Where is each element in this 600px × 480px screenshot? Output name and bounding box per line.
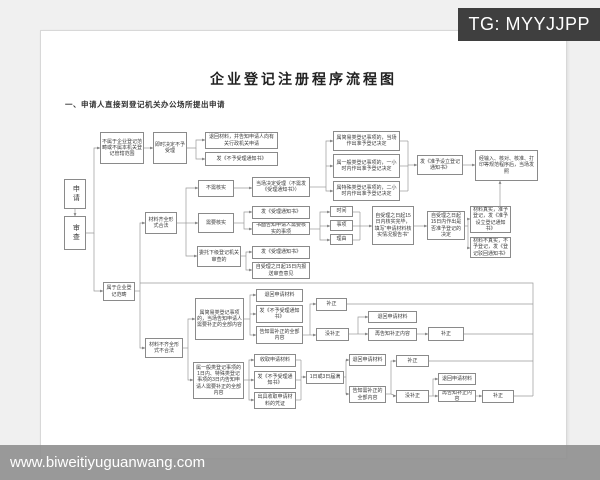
flow-node-approve-notice: 发《准予设立登记通知书》 xyxy=(417,155,463,175)
flow-node-simple-class: 属简易类登记事项的，当场作出准予登记决定 xyxy=(333,131,400,151)
flow-edge xyxy=(248,380,254,402)
flow-edge xyxy=(345,377,349,396)
flow-node-inform-fix-1: 告知需补正的全部内容 xyxy=(256,326,303,344)
flow-node-simple-fix: 属简易类登记事项的，当场告知申请人需要补正的全部内容 xyxy=(195,298,244,340)
flow-node-reinform-1: 再告知补正内容 xyxy=(368,328,417,341)
website-watermark-bar: www.biweitiyuguanwang.com xyxy=(0,445,600,480)
flow-edge xyxy=(139,221,145,291)
flow-edge xyxy=(390,359,396,394)
flow-node-verify-time: 时间 xyxy=(330,206,353,217)
flow-edge xyxy=(245,256,252,272)
flow-node-on-spot-accept: 当场决定受理（不需发《受理通知书》） xyxy=(252,177,310,197)
flow-edge xyxy=(319,210,330,229)
flow-node-accept-notice-1: 发《受理通知书》 xyxy=(252,206,310,219)
flow-node-fix-4: 补正 xyxy=(482,390,514,403)
flow-node-general-fix: 属一般类登记事项的1日内、特殊类登记事项的3日内告知申请人需要补正的全部内容 xyxy=(193,362,244,399)
telegram-watermark-badge: TG: MYYJJPP xyxy=(458,8,600,41)
page-title: 企业登记注册程序流程图 xyxy=(210,73,397,88)
flow-edge xyxy=(245,250,252,256)
flow-node-return-mat-2: 退回申请材料 xyxy=(368,311,417,323)
flow-node-report-opinion: 自受理之日起15日内报送审查意见 xyxy=(252,262,310,279)
flow-edge xyxy=(248,358,254,380)
flow-node-material-bad: 材料不齐全形式不合法 xyxy=(145,338,183,358)
flow-node-decide-15d: 自受理之日起15日内作出是否准予登记的决定 xyxy=(427,211,465,240)
flow-node-special-class: 属特殊类登记事项的，二小时内作出准予登记决定 xyxy=(333,181,400,201)
flow-edge xyxy=(319,229,330,242)
flow-node-written-inform: 书面告知申请人需要核实的事项 xyxy=(252,222,310,235)
flow-edge xyxy=(249,293,256,319)
flow-edge xyxy=(390,393,397,397)
flow-edge xyxy=(139,291,145,350)
flow-edge xyxy=(357,315,368,334)
flow-node-issue-license: 经输入、核对、核准、打印等规范程序后，当场发照 xyxy=(475,150,538,181)
flow-node-no-fix-1: 没补正 xyxy=(316,328,349,341)
flow-node-material-false: 材料不真实，不予登记，发《登记驳回通知书》 xyxy=(470,237,511,258)
flow-node-no-accept-notice-3: 发《不予受理通知书》 xyxy=(254,371,296,389)
flow-edge xyxy=(243,210,252,223)
flow-node-return-mat-3: 退回申请材料 xyxy=(349,354,386,366)
flow-node-material-ok: 材料齐全形式合法 xyxy=(145,212,177,234)
flow-edge xyxy=(325,139,333,187)
flow-node-verify-matter: 事项 xyxy=(330,220,353,231)
flow-node-no-accept-notice-2: 发《不予受理通知书》 xyxy=(256,305,303,323)
flow-edge xyxy=(86,146,100,234)
flow-node-return-mat-4: 退回申请材料 xyxy=(438,373,476,385)
flow-edge xyxy=(187,138,205,149)
flow-edge xyxy=(345,358,349,377)
flow-node-voucher: 出具收取申请材料的凭证 xyxy=(254,392,296,409)
section-heading: 一、申请人直接到登记机关办公场所提出申请 xyxy=(65,100,225,109)
flow-edge xyxy=(432,377,438,396)
flow-edge xyxy=(187,348,193,382)
flow-node-delegated: 委托下级登记机关审查的 xyxy=(197,246,241,267)
flow-node-expire-1-3: 1日或3日届满 xyxy=(306,371,344,384)
flow-edge xyxy=(467,226,470,250)
flow-node-immediate-reject: 即时决定不予受理 xyxy=(153,132,187,164)
flow-node-no-verify: 不需核实 xyxy=(198,180,234,197)
flow-edge xyxy=(467,217,470,226)
flow-node-reinform-2: 再告知补正内容 xyxy=(438,390,476,402)
flow-node-no-fix-2: 没补正 xyxy=(396,390,429,403)
flow-node-in-scope: 属于企业登记范畴 xyxy=(103,282,135,301)
flow-node-material-true: 材料真实，准予登记，发《准予设立登记通知书》 xyxy=(470,206,511,233)
flow-node-general-class: 属一般类登记事项的，一小时内作出准予登记决定 xyxy=(333,154,400,178)
flow-node-verify-15d: 自受理之日起15日内核实完毕，填写“申请材料核实情况报告书” xyxy=(372,206,414,245)
flow-node-review: 审查 xyxy=(64,216,86,250)
flow-edge xyxy=(309,302,316,335)
flow-edge xyxy=(140,282,534,396)
flow-edge xyxy=(195,148,205,161)
flow-node-accept-notice-2: 发《受理通知书》 xyxy=(252,246,310,259)
flow-node-inform-fix-2: 告知需补正的全部内容 xyxy=(349,386,386,403)
flow-node-return-inform: 退回材料，并告知申请人向有关行政机关申请 xyxy=(205,132,278,149)
flow-node-apply: 申请 xyxy=(64,179,86,209)
flow-edge xyxy=(243,223,252,231)
flow-node-verify-reason: 理由 xyxy=(330,234,353,245)
flow-edge xyxy=(93,233,103,293)
flow-node-take-material: 收取申请材料 xyxy=(254,354,296,367)
flow-node-need-verify: 需要核实 xyxy=(198,213,234,233)
flow-node-no-accept-notice-1: 发《不予受理通知书》 xyxy=(205,152,278,166)
flow-edge xyxy=(325,187,333,193)
flow-edge xyxy=(185,223,197,258)
flow-edge xyxy=(249,319,256,337)
flow-node-not-scope: 不属于企业登记范畴或不属本机关登记管辖范围 xyxy=(100,132,144,164)
flow-edge xyxy=(187,317,195,348)
flow-edge xyxy=(185,186,198,223)
flow-node-fix-1: 补正 xyxy=(316,298,347,311)
flow-node-fix-2: 补正 xyxy=(428,327,464,341)
flow-node-return-mat-1: 退回申请材料 xyxy=(256,289,303,302)
flow-node-fix-3: 补正 xyxy=(396,355,429,367)
